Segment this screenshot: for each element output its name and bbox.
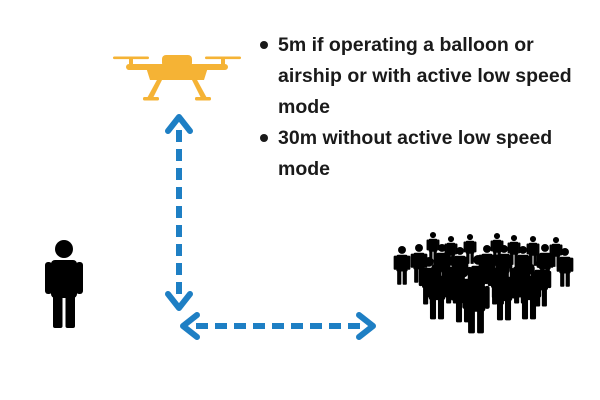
drone-icon <box>113 55 241 101</box>
crowd-person <box>491 264 517 321</box>
bullet-icon <box>260 41 268 49</box>
rule-text: 5m if operating a balloon or airship or … <box>278 34 572 118</box>
rule-item-standard: 30m without active low speed mode <box>258 123 594 185</box>
crowd-person <box>556 248 574 287</box>
crowd-person <box>424 263 450 320</box>
crowd-icon <box>393 232 574 334</box>
crowd-person <box>393 246 411 285</box>
rule-text: 30m without active low speed mode <box>278 127 553 180</box>
person-icon <box>45 240 83 328</box>
crowd-person <box>526 236 540 266</box>
crowd-person <box>462 270 490 334</box>
rule-item-low-speed: 5m if operating a balloon or airship or … <box>258 30 594 123</box>
bullet-icon <box>260 134 268 142</box>
crowd-person <box>516 263 542 320</box>
double-arrow-horizontal-icon <box>180 312 376 340</box>
double-arrow-vertical-icon <box>165 114 193 311</box>
rules-list: 5m if operating a balloon or airship or … <box>258 30 594 185</box>
